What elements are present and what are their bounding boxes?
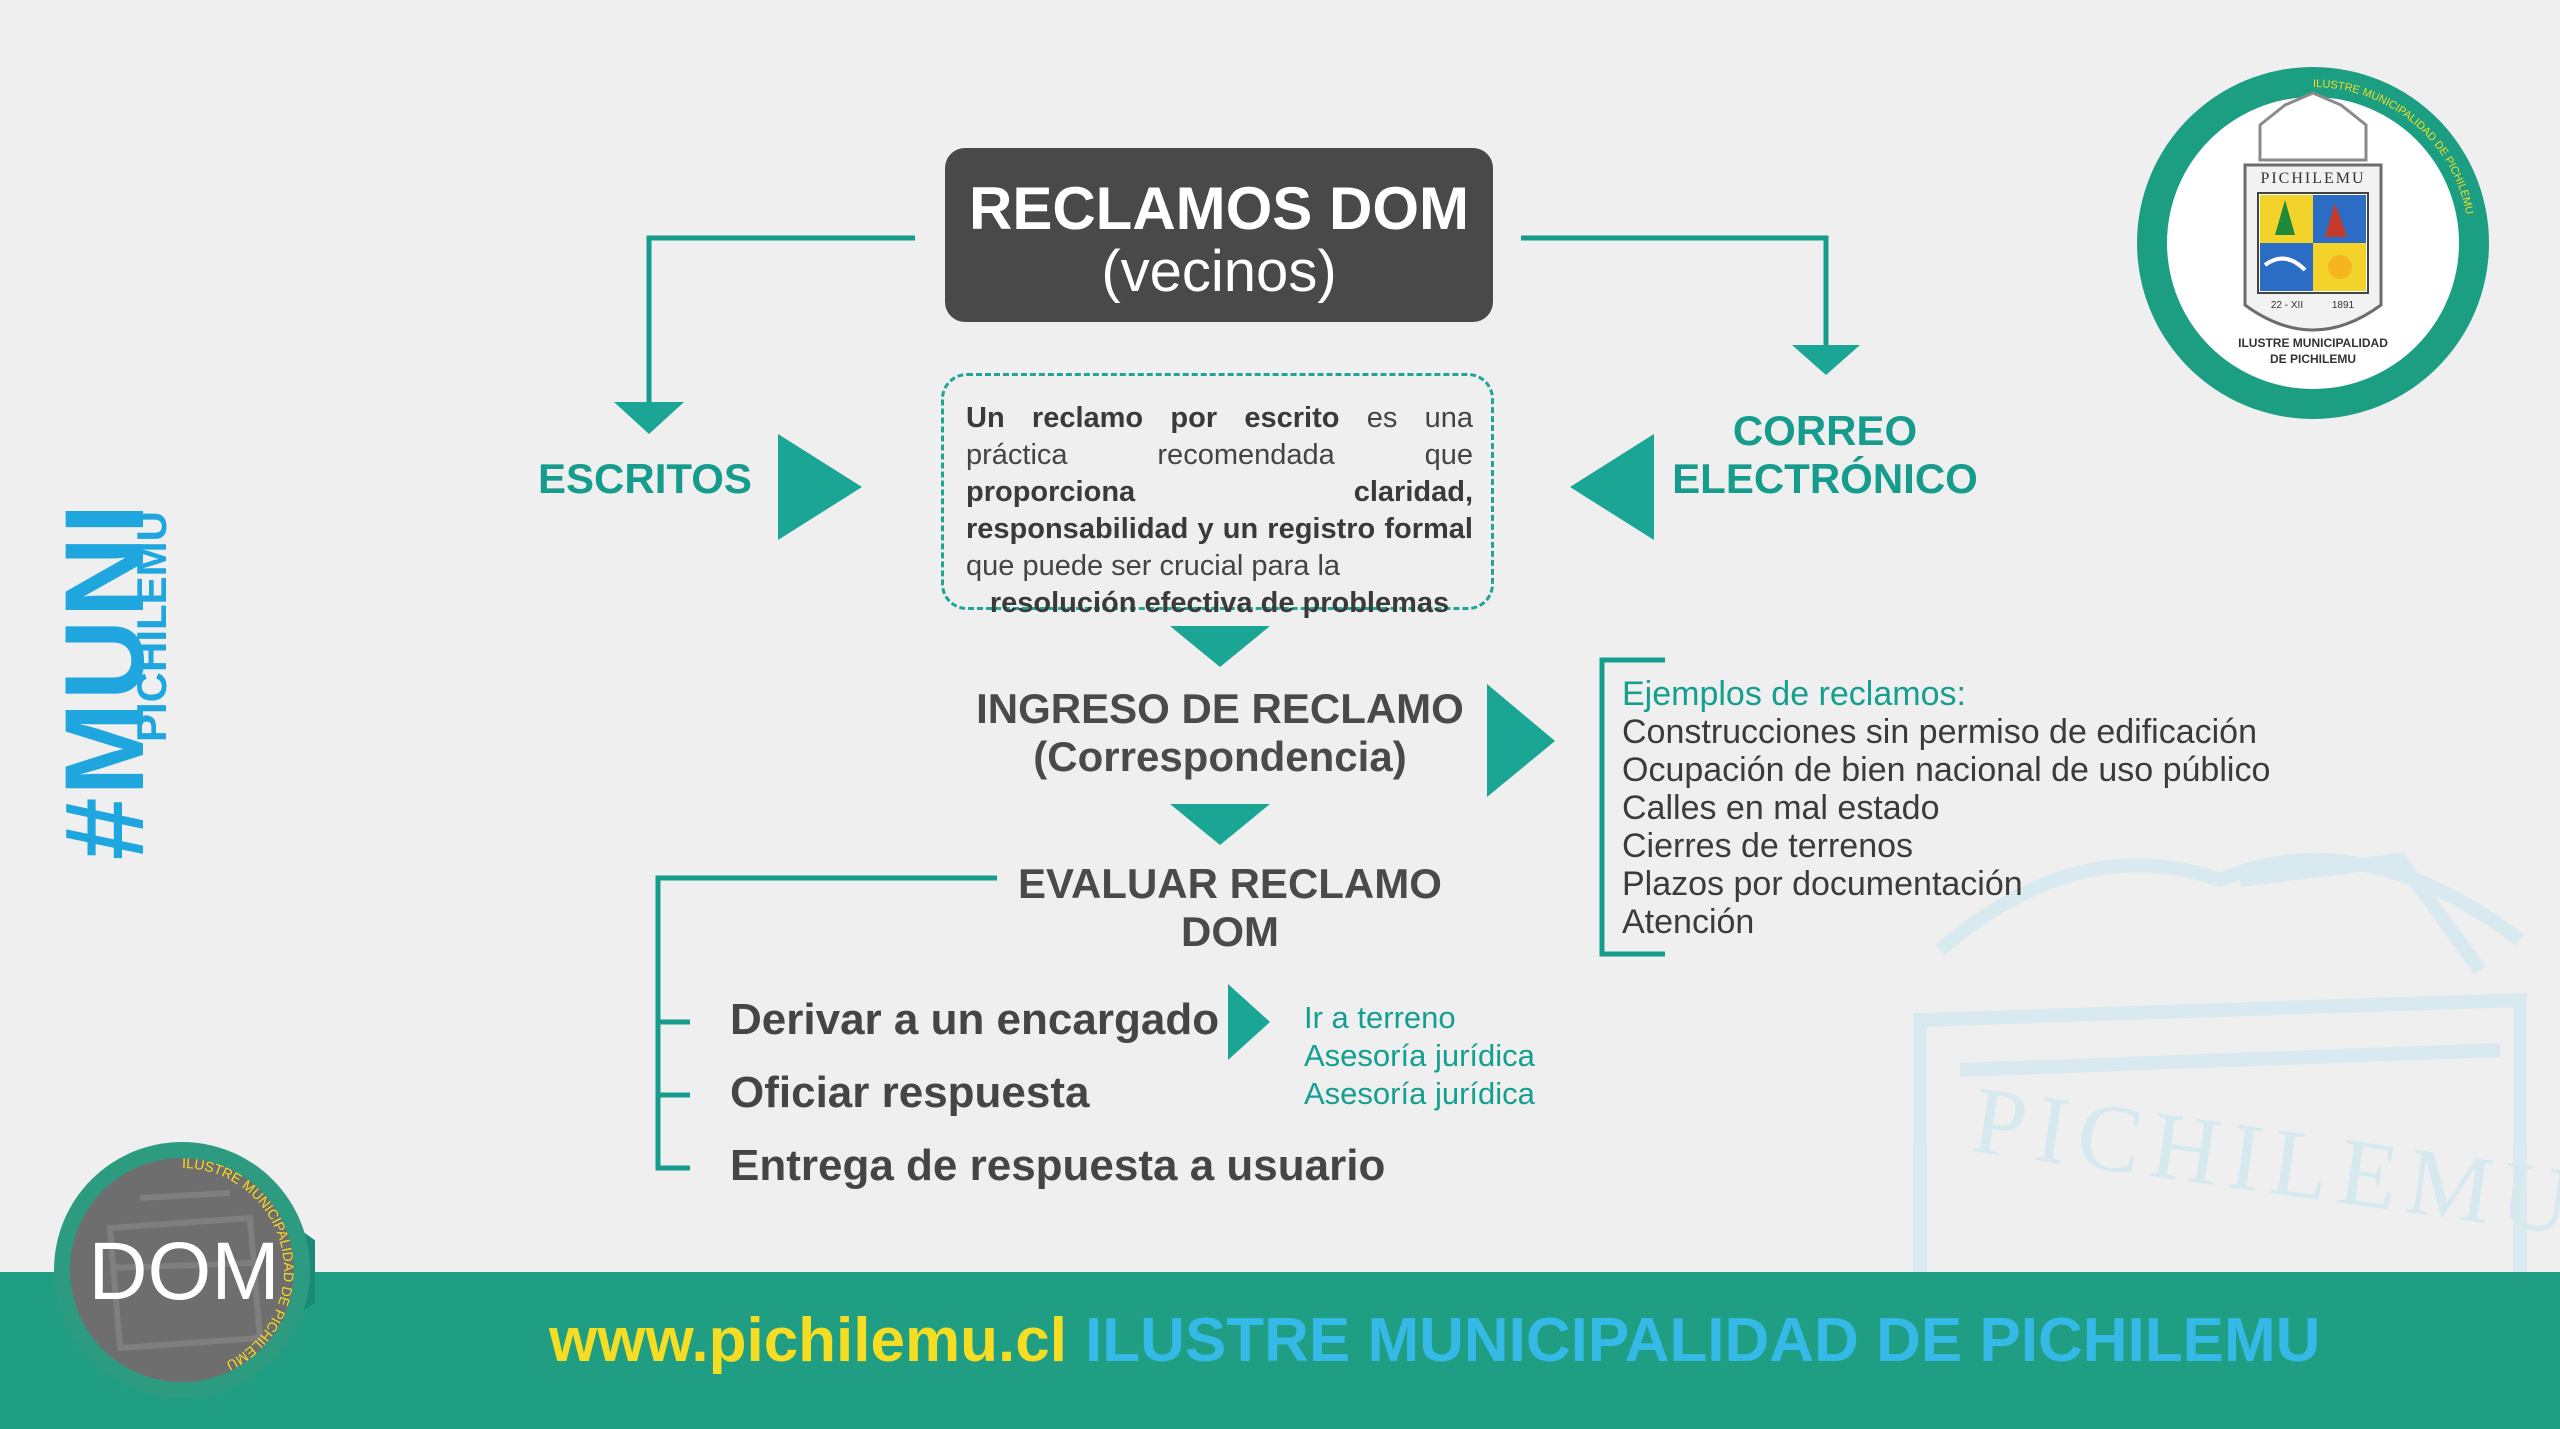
- dom-badge: ILUSTRE MUNICIPALIDAD DE PICHILEMU: [54, 1142, 315, 1398]
- arrow-right-derivar: [1228, 984, 1270, 1060]
- arrow-down-evaluar: [1170, 804, 1270, 845]
- sub-action-juridica-1: Asesoría jurídica: [1304, 1038, 1535, 1073]
- branch-correo-line1: CORREO: [1732, 407, 1918, 454]
- sub-action-terreno: Ir a terreno: [1304, 1000, 1456, 1035]
- action-derivar: Derivar a un encargado: [730, 995, 1220, 1044]
- hashtag-name: PICHILEMU: [128, 511, 175, 742]
- logo-caption-1: ILUSTRE MUNICIPALIDAD: [2238, 336, 2388, 350]
- example-item: Construcciones sin permiso de edificació…: [1622, 713, 2257, 751]
- step-evaluar-line1: EVALUAR RECLAMO: [1018, 860, 1442, 907]
- footer-url-link[interactable]: www.pichilemu.cl: [549, 1306, 1067, 1375]
- desc-text-1: es una práctica recomendada que: [966, 402, 1473, 471]
- desc-bold-1: Un reclamo por escrito: [966, 402, 1340, 434]
- arrow-down-ingreso: [1170, 626, 1270, 667]
- example-item: Cierres de terrenos: [1622, 827, 1914, 865]
- dom-badge-label: DOM: [88, 1226, 280, 1317]
- arrow-right-examples: [1487, 684, 1555, 797]
- example-item: Atención: [1622, 903, 1755, 941]
- example-item: Ocupación de bien nacional de uso públic…: [1622, 751, 2271, 789]
- examples-heading: Ejemplos de reclamos:: [1622, 675, 1966, 713]
- logo-date-right: 1891: [2332, 300, 2355, 311]
- branch-correo-line2: ELECTRÓNICO: [1672, 455, 1978, 502]
- sub-action-juridica-2: Asesoría jurídica: [1304, 1076, 1535, 1111]
- examples-list: Ejemplos de reclamos: Construcciones sin…: [1622, 675, 2270, 941]
- footer-organization: ILUSTRE MUNICIPALIDAD DE PICHILEMU: [1085, 1306, 2321, 1375]
- municipality-logo: ILUSTRE MUNICIPALIDAD DE PICHILEMU PICHI…: [2137, 67, 2489, 419]
- branch-escritos: ESCRITOS: [538, 455, 752, 502]
- logo-date-left: 22 - XII: [2271, 300, 2303, 311]
- desc-bold-2: proporciona claridad, responsabilidad y …: [966, 476, 1473, 545]
- example-item: Plazos por documentación: [1622, 865, 2023, 903]
- arrow-right-escritos: [778, 434, 862, 540]
- title-main: RECLAMOS DOM: [969, 175, 1469, 242]
- arrow-left-correo: [1570, 434, 1654, 540]
- description-box: Un reclamo por escrito es una práctica r…: [941, 373, 1494, 619]
- derivar-sub-list: Ir a terreno Asesoría jurídica Asesoría …: [1304, 999, 1535, 1113]
- step-evaluar: EVALUAR RECLAMO DOM: [990, 860, 1470, 956]
- hashtag-muni: #MUNI PICHILEMU: [40, 502, 175, 860]
- desc-text-2: que puede ser crucial para la: [966, 550, 1341, 582]
- step-evaluar-line2: DOM: [1181, 908, 1279, 955]
- title-box: RECLAMOS DOM (vecinos): [945, 148, 1493, 322]
- logo-top-text: PICHILEMU: [2260, 170, 2365, 187]
- step-ingreso: INGRESO DE RECLAMO (Correspondencia): [960, 685, 1480, 781]
- arrow-down-right: [1792, 345, 1860, 375]
- watermark-crest: PICHILEMU: [1913, 852, 2560, 1280]
- arrow-down-left: [614, 402, 684, 434]
- step-ingreso-line2: (Correspondencia): [1033, 733, 1407, 780]
- title-sub: (vecinos): [1101, 239, 1337, 304]
- logo-caption-2: DE PICHILEMU: [2270, 352, 2356, 366]
- desc-bold-3: resolución efectiva de problemas: [989, 587, 1450, 619]
- action-entrega: Entrega de respuesta a usuario: [730, 1141, 1386, 1190]
- step-ingreso-line1: INGRESO DE RECLAMO: [976, 685, 1464, 732]
- branch-correo: CORREO ELECTRÓNICO: [1660, 407, 1990, 503]
- example-item: Calles en mal estado: [1622, 789, 1940, 827]
- footer-bar: [0, 1272, 2560, 1429]
- action-oficiar: Oficiar respuesta: [730, 1068, 1090, 1117]
